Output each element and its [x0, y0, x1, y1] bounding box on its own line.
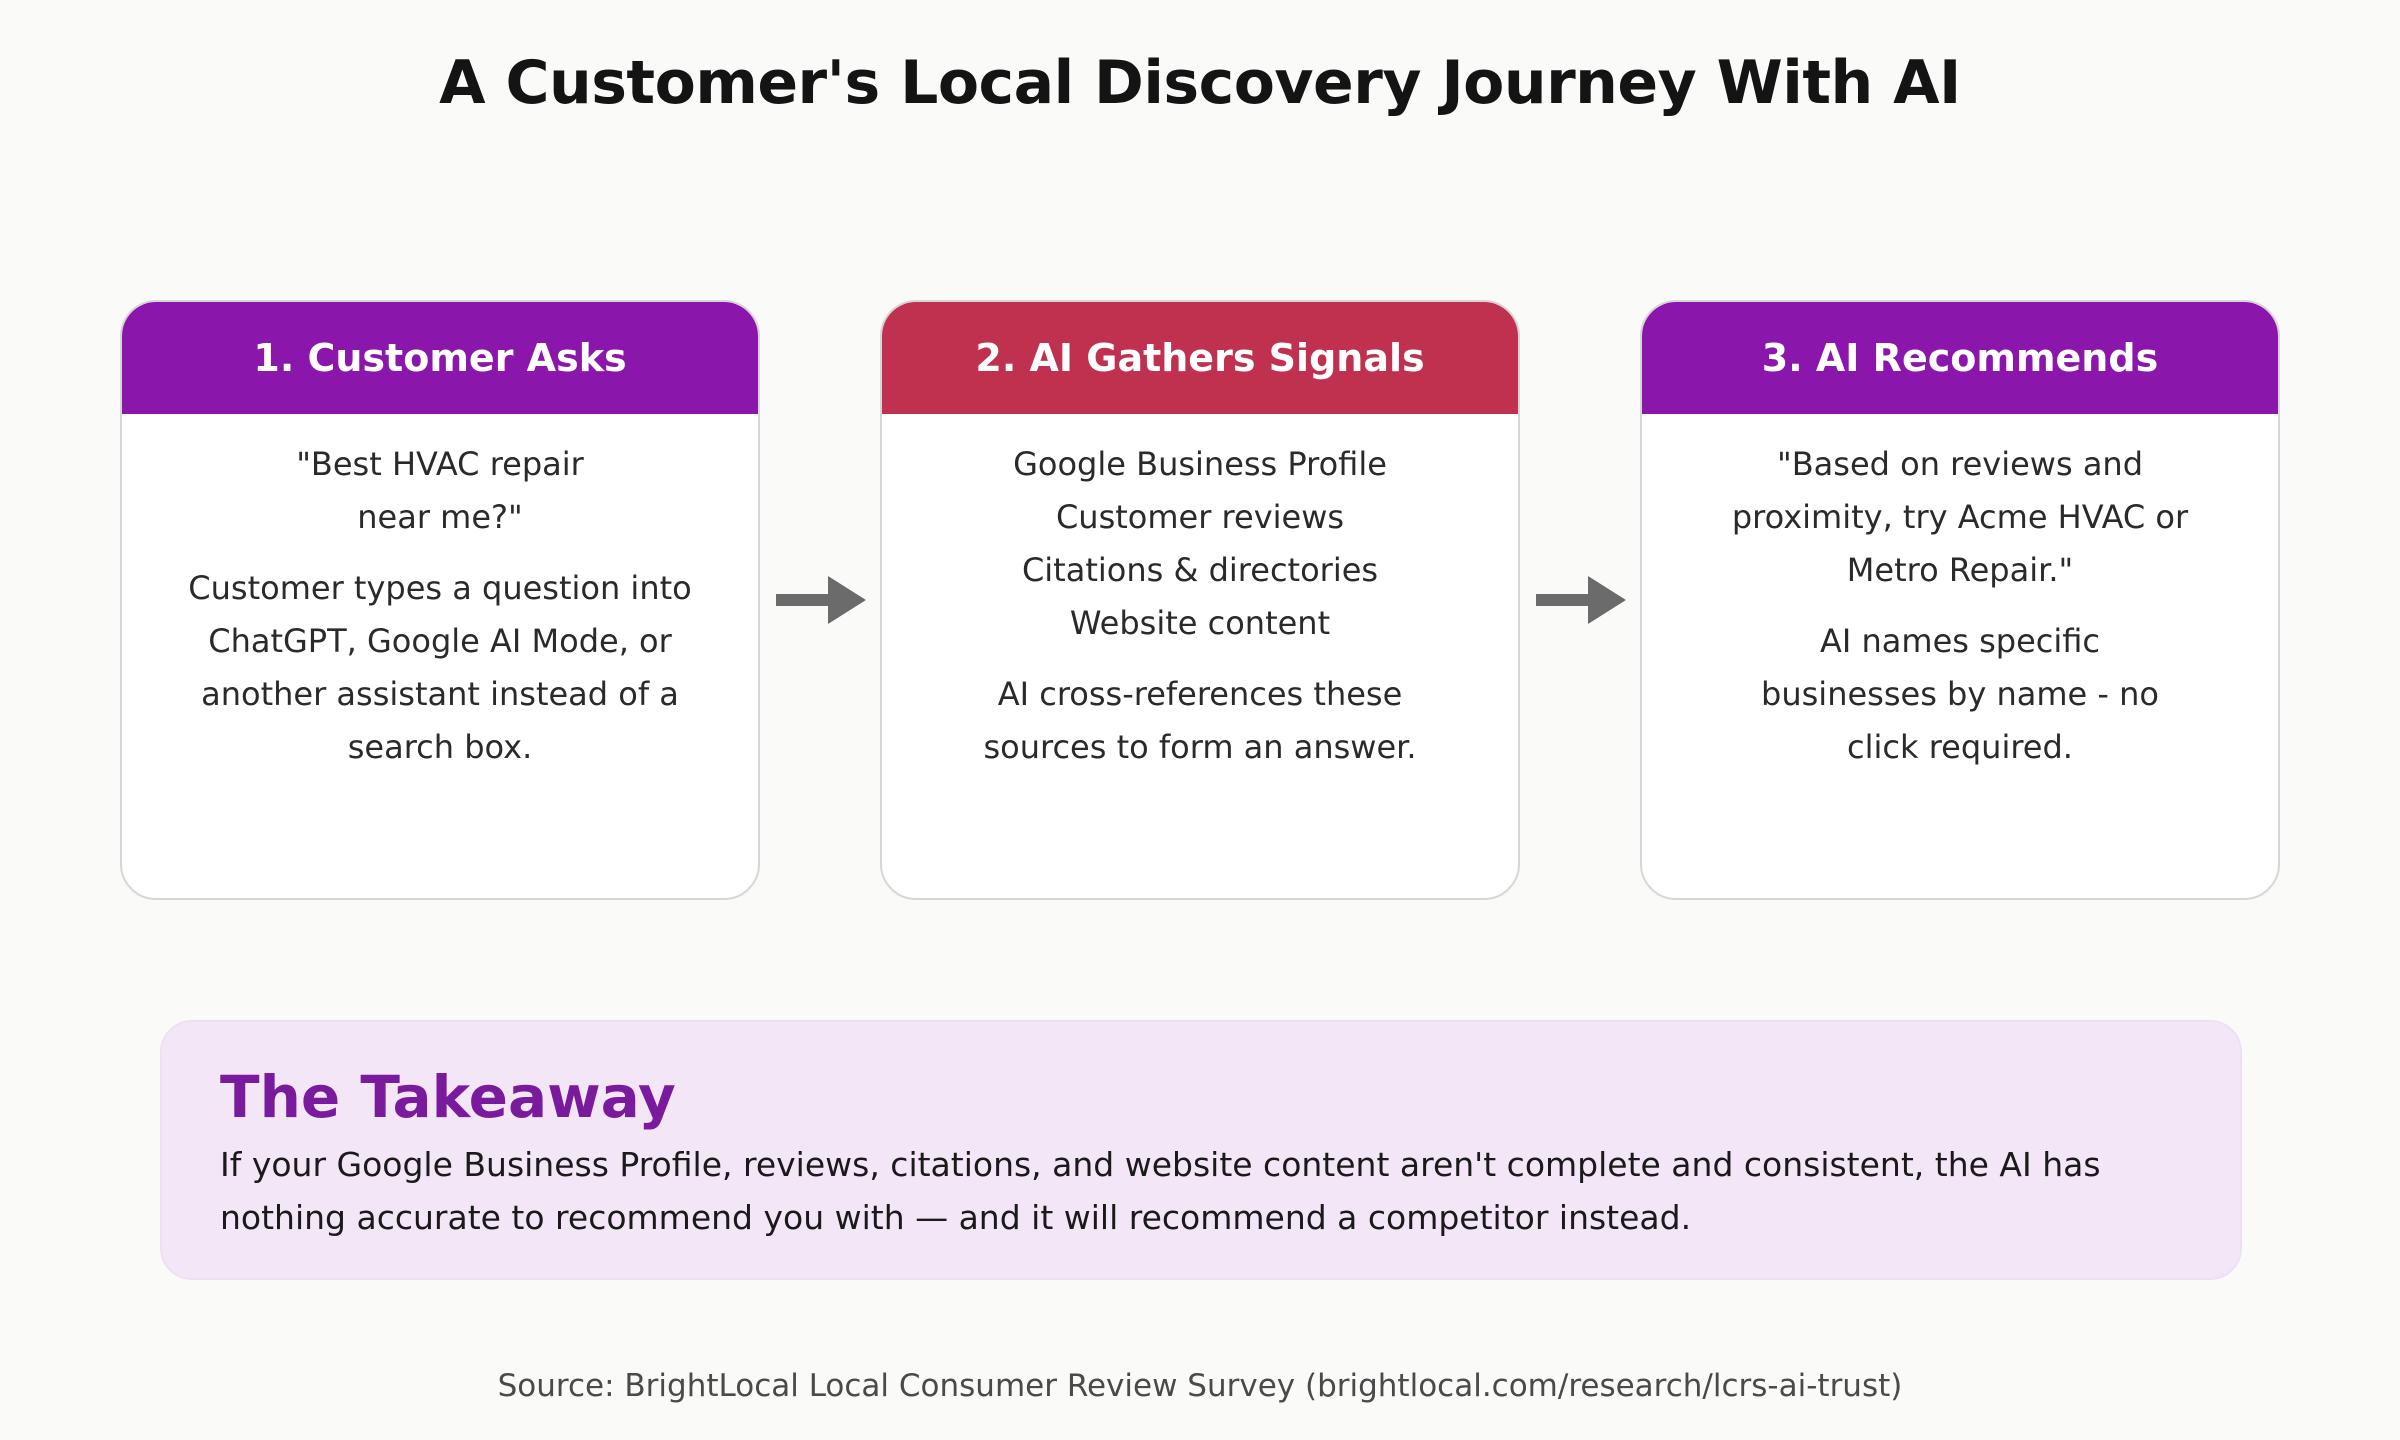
page-title: A Customer's Local Discovery Journey Wit…: [439, 48, 1961, 118]
step-description: Customer types a question into ChatGPT, …: [188, 569, 692, 766]
customer-query-quote: "Best HVAC repair near me?": [296, 445, 584, 536]
step-header: 3. AI Recommends: [1642, 302, 2278, 414]
source-citation: Source: BrightLocal Local Consumer Revie…: [497, 1368, 1903, 1404]
step-description: AI cross-references these sources to for…: [983, 675, 1417, 766]
arrow-right-icon: [1536, 576, 1626, 624]
step-card-customer-asks: 1. Customer Asks "Best HVAC repair near …: [120, 300, 760, 900]
step-card-ai-recommends: 3. AI Recommends "Based on reviews and p…: [1640, 300, 2280, 900]
step-description: AI names specific businesses by name - n…: [1761, 622, 2159, 766]
step-header: 1. Customer Asks: [122, 302, 758, 414]
takeaway-box: The Takeaway If your Google Business Pro…: [160, 1020, 2242, 1280]
arrow-right-icon: [776, 576, 866, 624]
step-body: "Based on reviews and proximity, try Acm…: [1642, 414, 2278, 774]
signal-item: Google Business Profile: [1013, 445, 1387, 483]
step-header: 2. AI Gathers Signals: [882, 302, 1518, 414]
step-body: "Best HVAC repair near me?" Customer typ…: [122, 414, 758, 774]
step-body: Google Business Profile Customer reviews…: [882, 414, 1518, 774]
step-card-ai-gathers-signals: 2. AI Gathers Signals Google Business Pr…: [880, 300, 1520, 900]
takeaway-heading: The Takeaway: [220, 1063, 676, 1131]
signal-item: Citations & directories: [1021, 551, 1379, 589]
signal-item: Website content: [1069, 604, 1331, 642]
ai-recommendation-quote: "Based on reviews and proximity, try Acm…: [1731, 445, 2189, 589]
signal-item: Customer reviews: [1055, 498, 1345, 536]
takeaway-text: If your Google Business Profile, reviews…: [220, 1145, 2101, 1237]
